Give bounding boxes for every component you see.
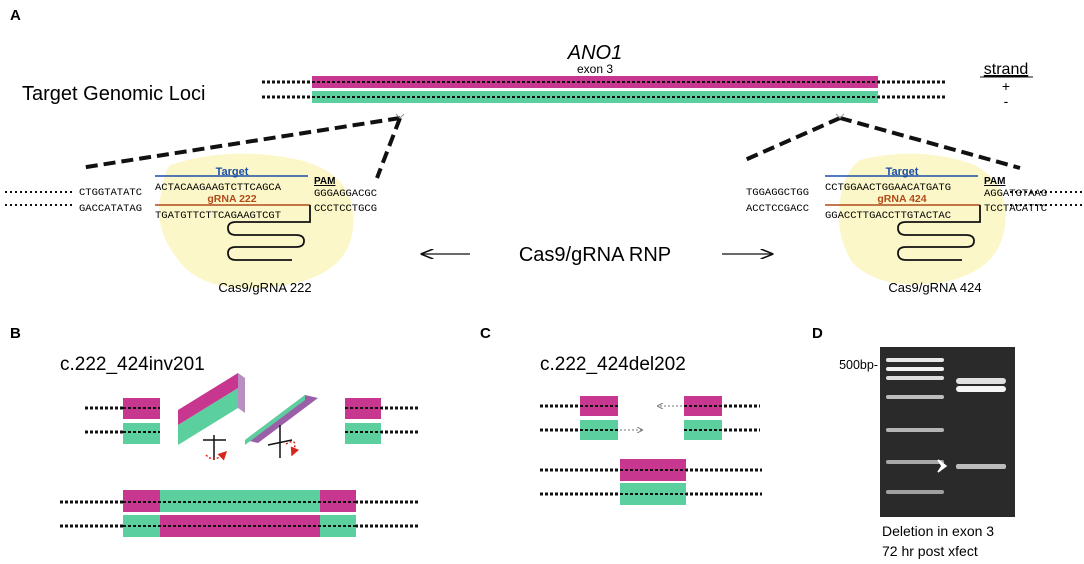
panel-c: C c.222_424del202 (480, 325, 762, 505)
complex-label-222: Cas9/gRNA 222 (218, 280, 311, 295)
pam-label-424: PAM (984, 176, 1005, 187)
grna-scaffold-424 (897, 205, 981, 261)
guide-bottom-222: TGATGTTCTTCAGAAGTCGT (155, 210, 281, 222)
complex-label-424: Cas9/gRNA 424 (888, 280, 981, 295)
pam-bottom-424: TCCTACATTC (984, 203, 1047, 215)
panel-a-letter: A (10, 7, 21, 24)
target-label-222: Target (216, 166, 249, 178)
caption-line2: 72 hr post xfect (882, 543, 978, 559)
rotating-fragment-2 (245, 395, 318, 458)
flank-top-424: TGGAGGCTGG (746, 187, 809, 199)
cas9-protein-222 (158, 153, 354, 289)
panel-d-letter: D (812, 325, 823, 342)
band-arrowhead-icon (937, 459, 948, 473)
target-seq-424: CCTGGAACTGGAACATGATG (825, 182, 951, 194)
target-seq-222: ACTACAAGAAGTCTTCAGCA (155, 182, 282, 194)
grna-label-222: gRNA 222 (207, 193, 256, 205)
genomic-locus (262, 76, 945, 103)
panel-b: B c.222_424inv201 (10, 325, 420, 537)
right-cut-site: Target PAM TGGAGGCTGG CCTGGAACTGGAACATGA… (746, 153, 1082, 295)
exon-label: exon 3 (577, 62, 613, 76)
inversion-product (60, 490, 420, 537)
pam-top-222: GGGAGGACGC (314, 188, 377, 200)
rnp-label-group: Cas9/gRNA RNP (422, 244, 772, 266)
pam-label-222: PAM (314, 176, 335, 187)
inversion-fragments (85, 373, 420, 461)
target-label-424: Target (886, 166, 919, 178)
panel-c-title: c.222_424del202 (540, 354, 686, 375)
left-cut-site: Target PAM CTGGTATATC ACTACAAGAAGTCTTCAG… (5, 153, 377, 295)
pam-top-424: AGGATGTAAG (984, 188, 1047, 200)
strand-legend: strand + - (980, 61, 1033, 109)
panel-d: D 500bp- Deletion in exon 3 72 hr post x… (812, 325, 1015, 559)
strand-minus: - (1004, 93, 1009, 109)
flank-bottom-424: ACCTCCGACC (746, 203, 809, 215)
cas9-protein-424 (838, 153, 1006, 285)
rnp-label: Cas9/gRNA RNP (519, 244, 671, 266)
grna-scaffold-222 (227, 205, 311, 261)
deletion-fragments (540, 396, 760, 440)
deletion-product (540, 459, 762, 505)
panel-b-letter: B (10, 325, 21, 342)
rotating-fragment-1 (178, 373, 245, 461)
gel-bands (886, 358, 1006, 494)
flank-bottom-222: GACCATATAG (79, 203, 142, 215)
gene-name: ANO1 (567, 42, 622, 64)
strand-heading: strand (984, 61, 1028, 78)
strand-plus: + (1002, 78, 1010, 94)
grna-label-424: gRNA 424 (877, 193, 926, 205)
panel-a: A ANO1 exon 3 Target Genomic Loci strand… (5, 7, 1082, 295)
zoom-lines (79, 113, 1021, 179)
panel-c-letter: C (480, 325, 491, 342)
flank-top-222: CTGGTATATC (79, 187, 142, 199)
marker-label: 500bp- (839, 358, 878, 372)
guide-bottom-424: GGACCTTGACCTTGTACTAC (825, 210, 951, 222)
panel-b-title: c.222_424inv201 (60, 354, 205, 375)
pam-bottom-222: CCCTCCTGCG (314, 203, 377, 215)
caption-line1: Deletion in exon 3 (882, 523, 994, 539)
locus-label: Target Genomic Loci (22, 83, 205, 105)
